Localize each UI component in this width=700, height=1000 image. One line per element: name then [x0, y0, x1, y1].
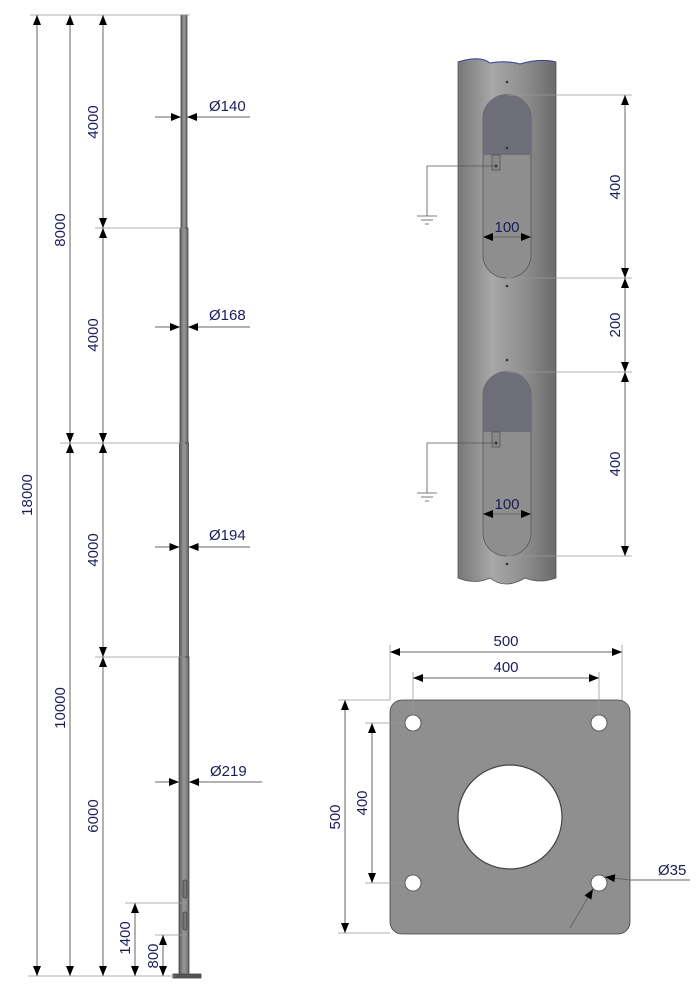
- dim-section-2: 4000: [85, 318, 102, 351]
- pole-elevation: 18000 8000 10000 4000 4000 4000 6000 140…: [19, 14, 262, 979]
- dim-door-width-1: 100: [494, 219, 519, 236]
- dim-lower-total: 10000: [52, 687, 69, 729]
- dim-plate-width: 500: [493, 633, 518, 650]
- pole-body: [172, 14, 202, 979]
- dim-door-height-1: 400: [607, 174, 624, 199]
- ground-symbol-icon: [417, 442, 496, 502]
- door-opening-1: [482, 94, 532, 279]
- dim-door-upper: 1400: [117, 921, 134, 954]
- dim-section-4: 6000: [85, 799, 102, 832]
- dim-overall: 18000: [19, 474, 36, 516]
- diameter-section-4: Ø219: [210, 763, 247, 780]
- diameter-section-2: Ø168: [209, 307, 246, 324]
- dim-door-height-2: 400: [607, 451, 624, 476]
- dim-section-1: 4000: [85, 105, 102, 138]
- dim-hole-diameter: Ø35: [658, 862, 686, 879]
- dim-door-gap: 200: [607, 312, 624, 337]
- dim-hole-spacing-y: 400: [354, 790, 371, 815]
- base-plate: 500 400 500 400 Ø35: [327, 633, 690, 935]
- dim-plate-height: 500: [327, 804, 344, 829]
- diameter-section-1: Ø140: [209, 98, 246, 115]
- door-detail: 400 200 400 100 100: [417, 58, 632, 585]
- diameter-section-3: Ø194: [209, 527, 246, 544]
- ground-symbol-icon: [417, 165, 496, 225]
- dim-upper-total: 8000: [52, 213, 69, 246]
- dim-door-lower: 800: [145, 943, 162, 968]
- door-opening-2: [482, 371, 532, 557]
- dim-hole-spacing-x: 400: [493, 659, 518, 676]
- dim-door-width-2: 100: [494, 496, 519, 513]
- dim-section-3: 4000: [85, 533, 102, 566]
